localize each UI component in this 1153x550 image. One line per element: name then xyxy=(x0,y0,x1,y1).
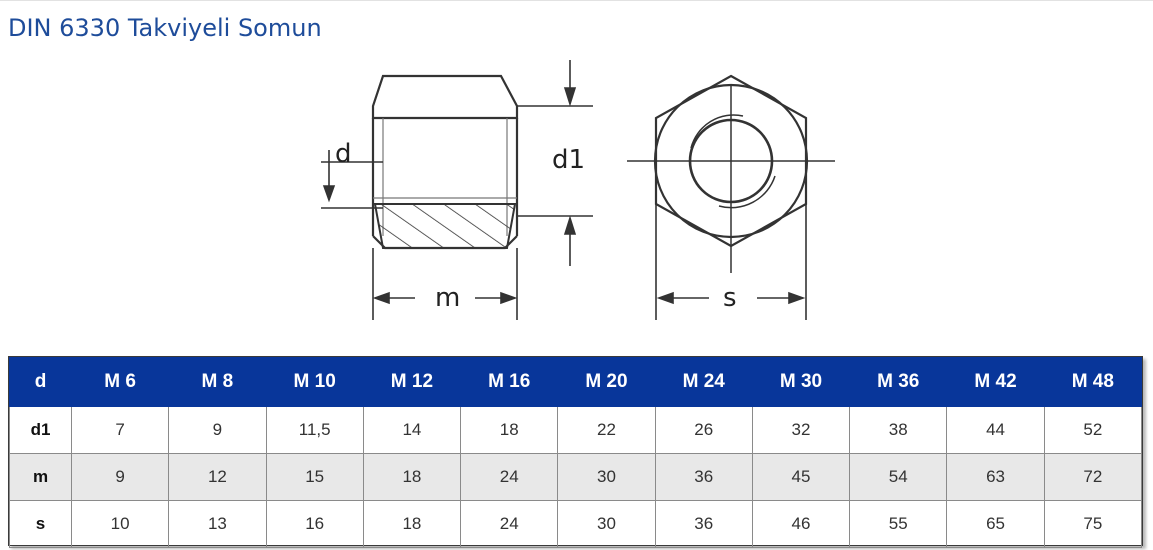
hatched-collar xyxy=(373,203,517,249)
table-cell: 9 xyxy=(70,453,170,501)
header-cell: M 8 xyxy=(168,357,267,407)
dimension-m xyxy=(372,248,518,320)
table-header-row: d M 6 M 8 M 10 M 12 M 16 M 20 M 24 M 30 … xyxy=(9,357,1143,407)
table-cell: 15 xyxy=(265,453,364,501)
table-cell: 24 xyxy=(460,500,559,548)
table-cell: 65 xyxy=(946,500,1045,548)
dimension-table: d M 6 M 8 M 10 M 12 M 16 M 20 M 24 M 30 … xyxy=(8,356,1143,548)
table-cell: 10 xyxy=(70,500,170,548)
page-title: DIN 6330 Takviyeli Somun xyxy=(8,14,322,42)
table-cell: 32 xyxy=(751,406,851,454)
table-cell: 38 xyxy=(849,406,948,454)
table-cell: 18 xyxy=(460,406,559,454)
table-cell: 14 xyxy=(362,406,462,454)
table-cell: 16 xyxy=(265,500,364,548)
table-cell: 63 xyxy=(946,453,1045,501)
table-cell: 55 xyxy=(849,500,948,548)
table-cell: 9 xyxy=(168,406,267,454)
table-cell: 72 xyxy=(1043,453,1143,501)
nut-technical-drawing: d d1 m xyxy=(203,58,946,322)
table-cell: 26 xyxy=(654,406,753,454)
header-cell: M 36 xyxy=(849,357,948,407)
label-m: m xyxy=(435,283,460,313)
table-cell: 30 xyxy=(557,453,656,501)
header-cell: M 10 xyxy=(265,357,364,407)
header-cell: M 6 xyxy=(70,357,170,407)
table-cell: 45 xyxy=(751,453,851,501)
row-header-cell: s xyxy=(9,500,72,548)
dimension-d xyxy=(321,150,383,209)
header-cell: M 48 xyxy=(1043,357,1143,407)
table-cell: 11,5 xyxy=(265,406,364,454)
table-cell: 12 xyxy=(168,453,267,501)
table-cell: 18 xyxy=(362,500,462,548)
table-cell: 52 xyxy=(1043,406,1143,454)
table-cell: 46 xyxy=(751,500,851,548)
top-divider xyxy=(0,0,1153,1)
table-row-m: m 9 12 15 18 24 30 36 45 54 63 72 xyxy=(9,453,1143,501)
row-header-cell: m xyxy=(9,453,72,501)
header-cell: M 20 xyxy=(557,357,656,407)
header-cell: M 12 xyxy=(362,357,462,407)
label-s: s xyxy=(723,283,737,313)
table-cell: 22 xyxy=(557,406,656,454)
label-d1: d1 xyxy=(552,145,585,175)
table-cell: 18 xyxy=(362,453,462,501)
table-cell: 36 xyxy=(654,500,753,548)
table-cell: 30 xyxy=(557,500,656,548)
dimension-s xyxy=(655,204,807,320)
table-cell: 24 xyxy=(460,453,559,501)
table-cell: 54 xyxy=(849,453,948,501)
center-lines xyxy=(627,86,835,273)
header-cell: M 16 xyxy=(460,357,559,407)
table-cell: 44 xyxy=(946,406,1045,454)
header-cell: d xyxy=(9,357,72,407)
label-d: d xyxy=(335,139,352,169)
table-cell: 36 xyxy=(654,453,753,501)
dimension-d1 xyxy=(517,60,593,266)
table-cell: 75 xyxy=(1043,500,1143,548)
table-cell: 13 xyxy=(168,500,267,548)
header-cell: M 24 xyxy=(654,357,753,407)
table-row-s: s 10 13 16 18 24 30 36 46 55 65 75 xyxy=(9,500,1143,548)
row-header-cell: d1 xyxy=(9,406,72,454)
table-cell: 7 xyxy=(70,406,170,454)
header-cell: M 30 xyxy=(751,357,851,407)
table-row-d1: d1 7 9 11,5 14 18 22 26 32 38 44 52 xyxy=(9,406,1143,454)
header-cell: M 42 xyxy=(946,357,1045,407)
